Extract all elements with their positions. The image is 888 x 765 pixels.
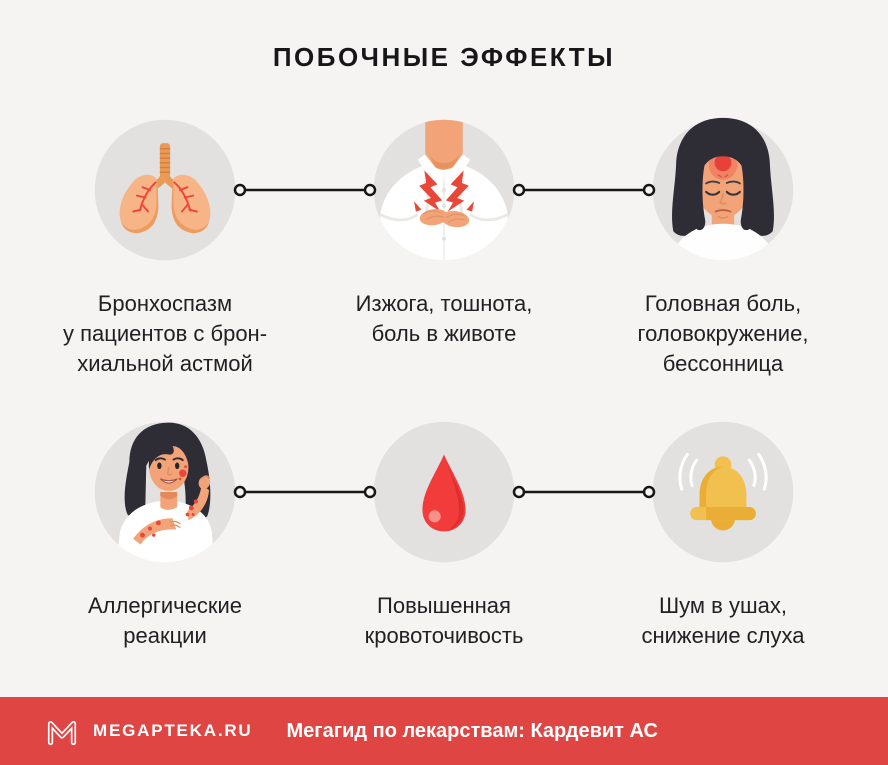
headache-icon	[652, 117, 794, 261]
blood-drop-icon	[373, 421, 515, 563]
footer-bar: MEGAPTEKA.RU Мегагид по лекарствам: Кард…	[0, 697, 888, 765]
connector-line	[233, 485, 377, 499]
megapteka-logo-icon	[47, 720, 77, 746]
bell-icon	[652, 421, 794, 563]
effect-card-tinnitus: Шум в ушах, снижение слуха	[573, 417, 873, 651]
effect-caption: Изжога, тошнота, боль в животе	[355, 291, 533, 346]
effect-caption: Бронхоспазм у пациентов с брон- хиальной…	[62, 291, 268, 376]
stomach-pain-icon	[373, 119, 515, 261]
allergy-icon	[94, 421, 236, 563]
connector-line	[233, 183, 377, 197]
effect-caption: Повышенная кровоточивость	[364, 593, 524, 648]
effect-card-allergy: Аллергические реакции	[15, 417, 315, 651]
effect-card-heartburn: Изжога, тошнота, боль в животе	[294, 115, 594, 349]
footer-tagline: Мегагид по лекарствам: Кардевит АС	[286, 719, 658, 742]
brand-name: MEGAPTEKA.RU	[93, 721, 253, 740]
effect-card-bronchospasm: Бронхоспазм у пациентов с брон- хиальной…	[15, 115, 315, 379]
effect-caption: Аллергические реакции	[88, 593, 242, 648]
effect-card-bleeding: Повышенная кровоточивость	[294, 417, 594, 651]
effect-card-headache: Головная боль, головокружение, бессонниц…	[573, 115, 873, 379]
connector-line	[512, 183, 656, 197]
connector-line	[512, 485, 656, 499]
lungs-icon	[94, 119, 236, 261]
page-title: ПОБОЧНЫЕ ЭФФЕКТЫ	[272, 42, 616, 72]
effect-caption: Шум в ушах, снижение слуха	[641, 593, 805, 648]
effect-caption: Головная боль, головокружение, бессонниц…	[637, 291, 809, 376]
